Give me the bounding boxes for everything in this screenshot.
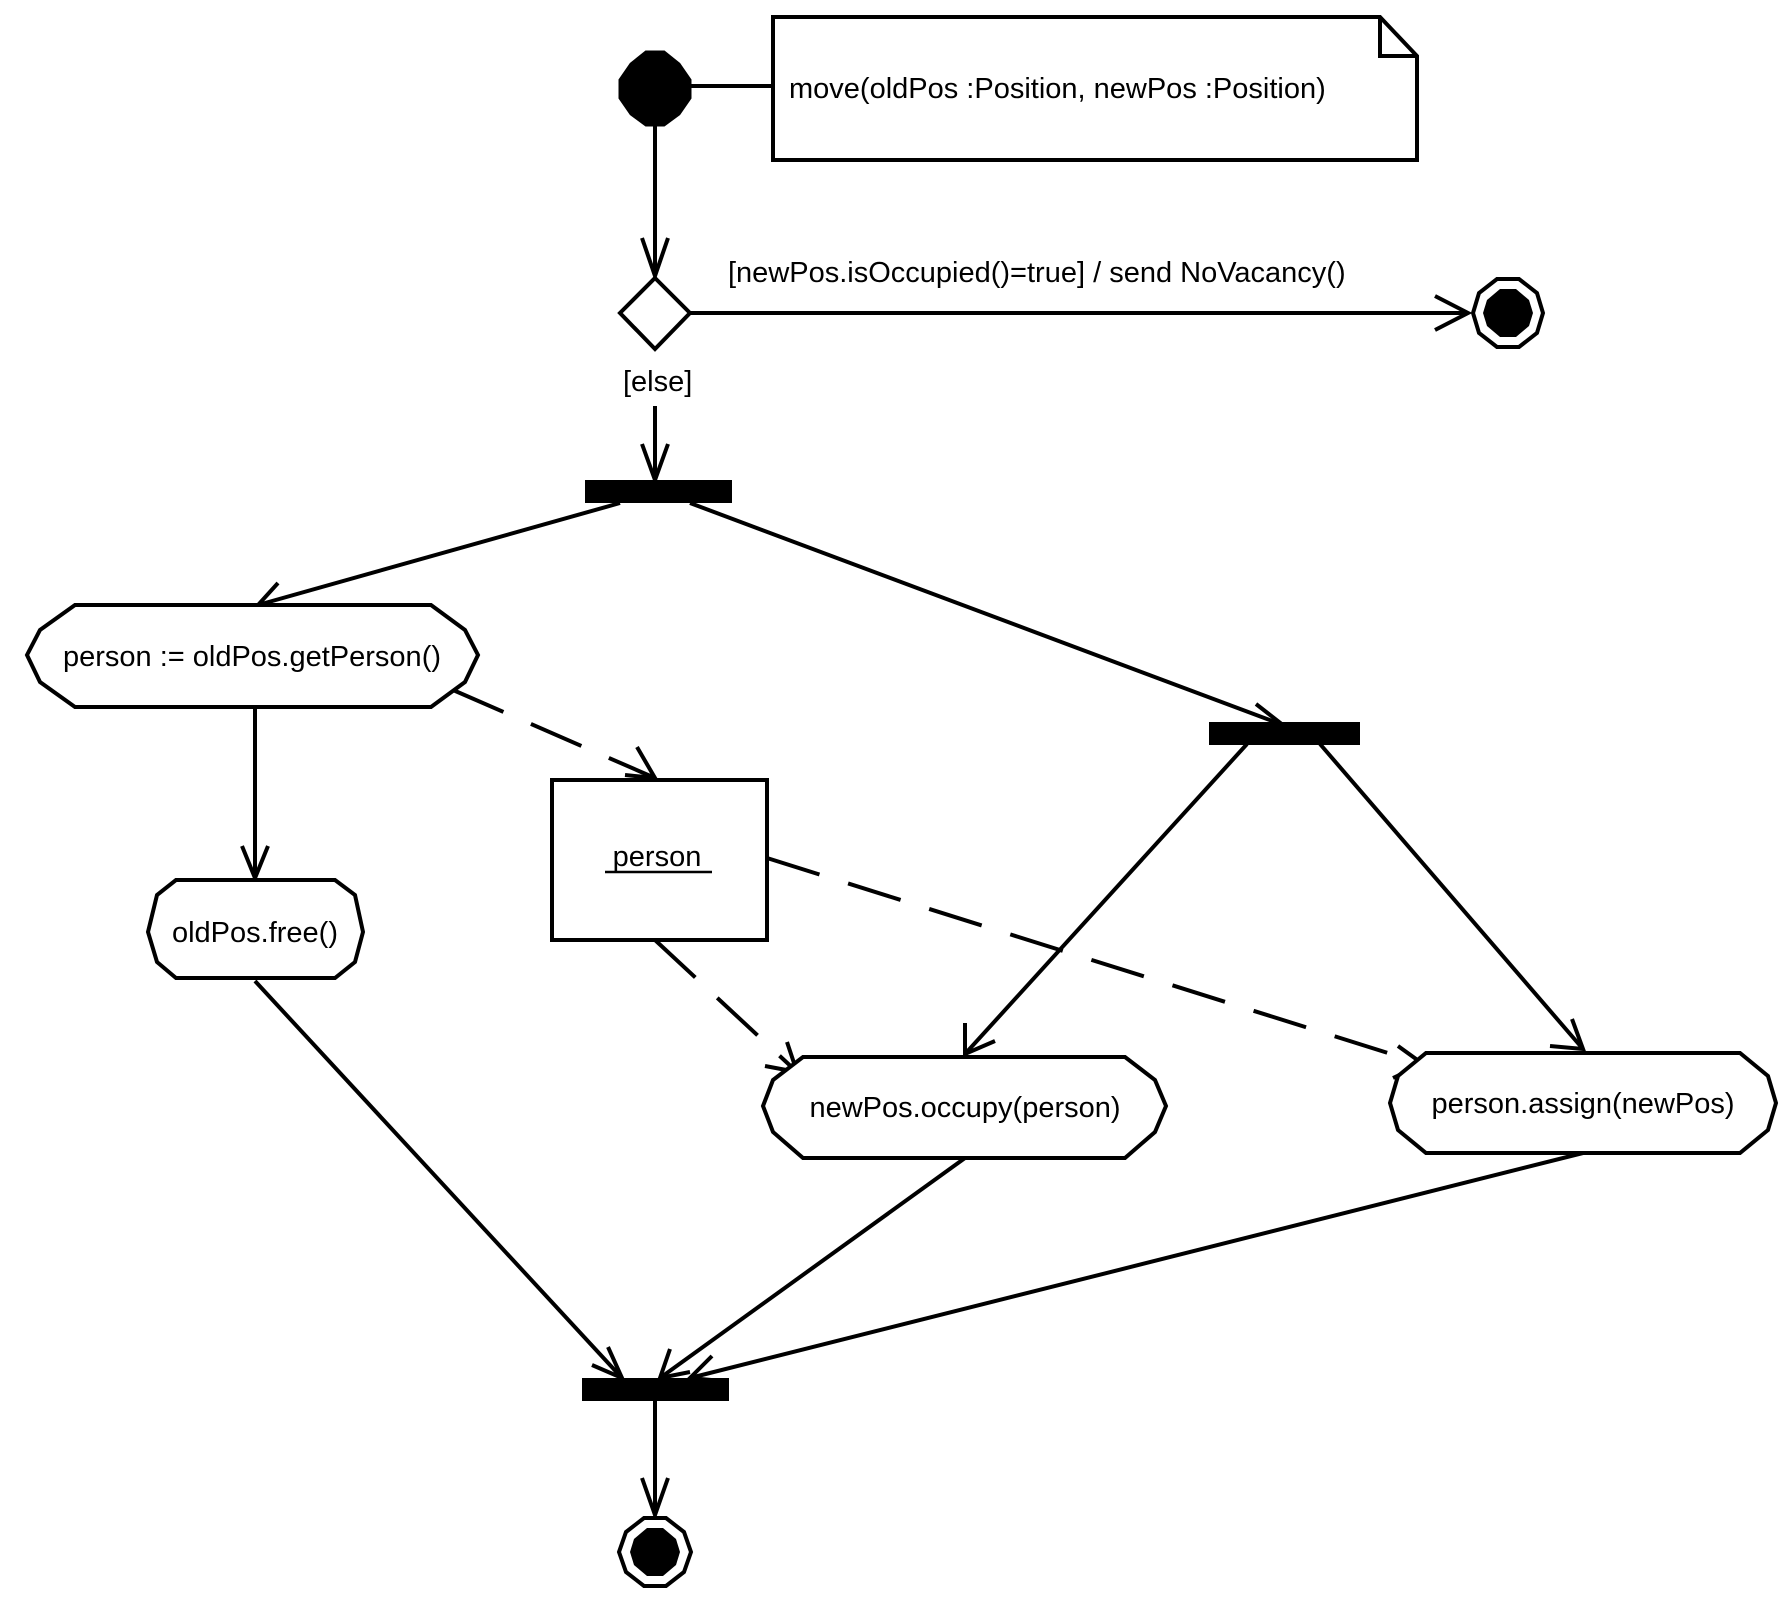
action-get-person: person := oldPos.getPerson() (24, 603, 481, 709)
flow-fork-to-get-person (257, 501, 621, 607)
flow-fork-to-fork2 (689, 501, 1284, 727)
object-label: person (613, 841, 702, 873)
control-flows (253, 84, 1585, 1515)
objflow-object-to-occupy (653, 938, 799, 1074)
initial-node (618, 50, 692, 127)
action-shape (145, 878, 366, 980)
objflow-object-to-assign (766, 856, 1424, 1066)
action-free: oldPos.free() (145, 878, 366, 980)
signature-note: move(oldPos :Position, newPos :Position) (771, 15, 1419, 162)
note-fold (1378, 17, 1417, 58)
arrowhead-assign (1549, 1018, 1586, 1052)
flow-fork2-to-assign (1318, 742, 1585, 1051)
action-shape (760, 1055, 1169, 1160)
flow-assign-to-join (689, 1151, 1584, 1380)
guard-occupied-label: [newPos.isOccupied()=true] / send NoVaca… (728, 257, 1346, 289)
arrowhead-join-assign (685, 1354, 723, 1383)
final-dot (630, 1528, 680, 1576)
action-label: newPos.occupy(person) (809, 1092, 1120, 1124)
action-label: oldPos.free() (172, 917, 338, 949)
objflow-get-person-to-object (452, 688, 656, 780)
object-box (550, 778, 769, 942)
final-node-occupied (1470, 277, 1546, 349)
final-node (616, 1516, 694, 1588)
note-text: move(oldPos :Position, newPos :Position) (789, 73, 1326, 105)
action-assign: person.assign(newPos) (1387, 1051, 1779, 1155)
action-label: person.assign(newPos) (1431, 1088, 1734, 1120)
action-shape (1387, 1051, 1779, 1155)
action-shape (24, 603, 481, 709)
decision-node (617, 275, 693, 352)
object-flows (452, 688, 1424, 1074)
flow-occupy-to-join (658, 1156, 967, 1380)
arrowhead-final (640, 1477, 670, 1522)
arrowhead-occupy (963, 1023, 996, 1058)
join-bar (582, 1378, 729, 1401)
flow-free-to-join (253, 979, 624, 1380)
fork-bar-1 (585, 480, 732, 503)
fork-bar-2 (1209, 722, 1360, 745)
guard-else-label: [else] (623, 366, 692, 398)
action-label: person := oldPos.getPerson() (63, 641, 441, 673)
object-node-person: person (550, 778, 769, 942)
action-occupy: newPos.occupy(person) (760, 1055, 1169, 1160)
arrowhead-final-occupied (1434, 294, 1473, 332)
note-box (771, 15, 1419, 162)
flow-fork2-to-occupy (963, 742, 1249, 1056)
final-dot (1483, 289, 1533, 337)
